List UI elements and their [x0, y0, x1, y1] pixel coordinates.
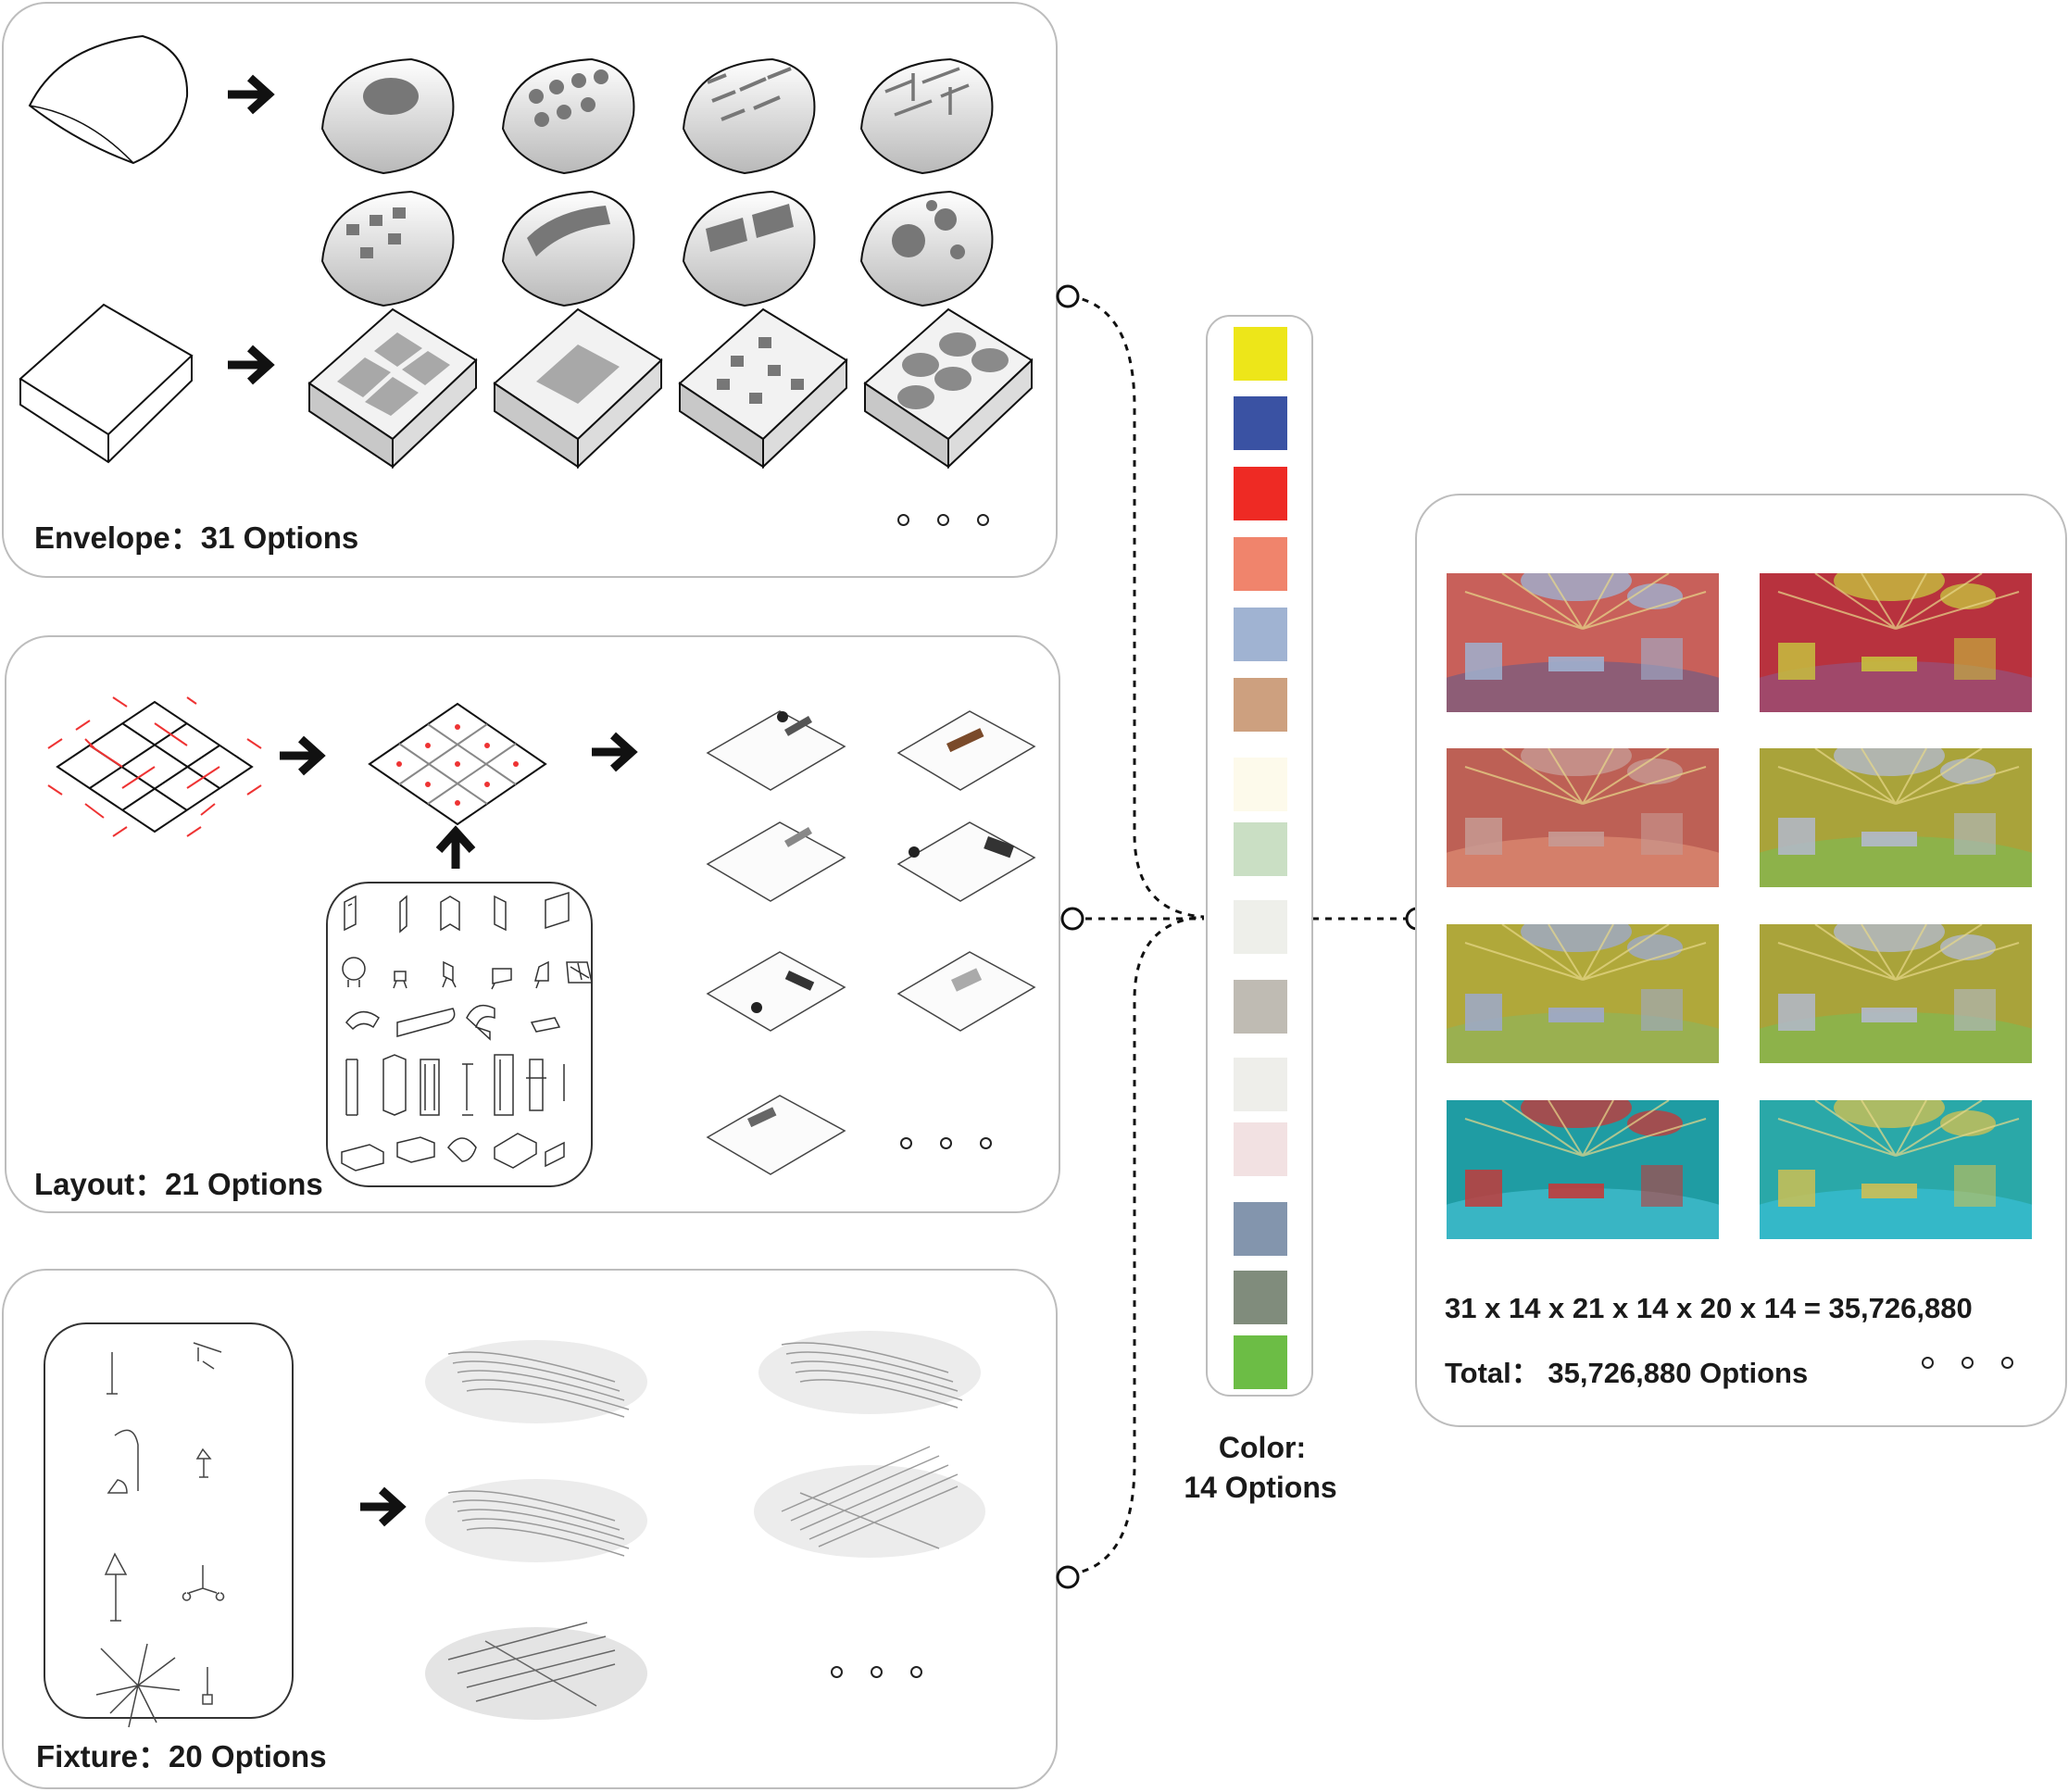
- fixture-label: Fixture：20 Options: [36, 1739, 327, 1773]
- color-swatch: [1234, 327, 1287, 381]
- color-swatch: [1234, 980, 1287, 1034]
- color-swatch: [1234, 1122, 1287, 1176]
- color-count: 14 Options: [1184, 1471, 1337, 1504]
- color-swatch: [1234, 1202, 1287, 1256]
- more-options-indicator: [897, 514, 989, 526]
- envelope-label: Envelope：31 Options: [34, 520, 359, 555]
- color-swatch: [1234, 396, 1287, 450]
- more-options-indicator: [1922, 1357, 2013, 1369]
- render-thumbnail: [1447, 1100, 1719, 1239]
- envelope-panel: Envelope：31 Options: [2, 2, 1058, 578]
- color-swatch: [1234, 537, 1287, 591]
- layout-label: Layout：21 Options: [34, 1167, 323, 1201]
- color-swatch: [1234, 1335, 1287, 1389]
- color-swatch: [1234, 678, 1287, 732]
- color-swatch: [1234, 1058, 1287, 1111]
- total-options: Total： 35,726,880 Options: [1445, 1357, 1809, 1389]
- render-thumbnail: [1447, 924, 1719, 1063]
- color-swatch: [1234, 467, 1287, 520]
- fixture-library: [44, 1322, 294, 1728]
- combination-formula: 31 x 14 x 21 x 14 x 20 x 14 = 35,726,880: [1445, 1292, 1973, 1324]
- more-options-indicator: [831, 1666, 922, 1678]
- fixture-panel: Fixture：20 Options: [2, 1269, 1058, 1789]
- color-swatch: [1234, 1271, 1287, 1324]
- fixture-icons: [95, 1342, 225, 1728]
- render-thumbnail: [1760, 1100, 2032, 1239]
- render-thumbnail: [1447, 748, 1719, 887]
- arrow-icon: [435, 825, 476, 869]
- furniture-icons: [341, 891, 593, 1172]
- fixture-diagram: [360, 1331, 985, 1720]
- more-options-indicator: [900, 1137, 992, 1149]
- render-thumbnail: [1447, 573, 1719, 712]
- arrow-icon: [280, 735, 326, 776]
- arrow-icon: [592, 732, 638, 772]
- arrow-icon: [360, 1486, 407, 1527]
- layout-panel: Layout：21 Options: [5, 635, 1060, 1213]
- color-swatch: [1234, 900, 1287, 954]
- result-panel: 31 x 14 x 21 x 14 x 20 x 14 = 35,726,880…: [1415, 494, 2067, 1427]
- render-thumbnail: [1760, 924, 2032, 1063]
- arrow-icon: [228, 345, 275, 385]
- color-swatch: [1234, 758, 1287, 811]
- arrow-icon: [228, 74, 275, 115]
- layout-diagram: [47, 696, 1036, 1175]
- render-thumbnail: [1760, 748, 2032, 887]
- color-swatch: [1234, 822, 1287, 876]
- render-thumbnail: [1760, 573, 2032, 712]
- envelope-diagram: [19, 34, 1034, 470]
- color-label: Color:: [1218, 1431, 1307, 1464]
- color-swatch: [1234, 608, 1287, 661]
- furniture-library: [326, 882, 593, 1187]
